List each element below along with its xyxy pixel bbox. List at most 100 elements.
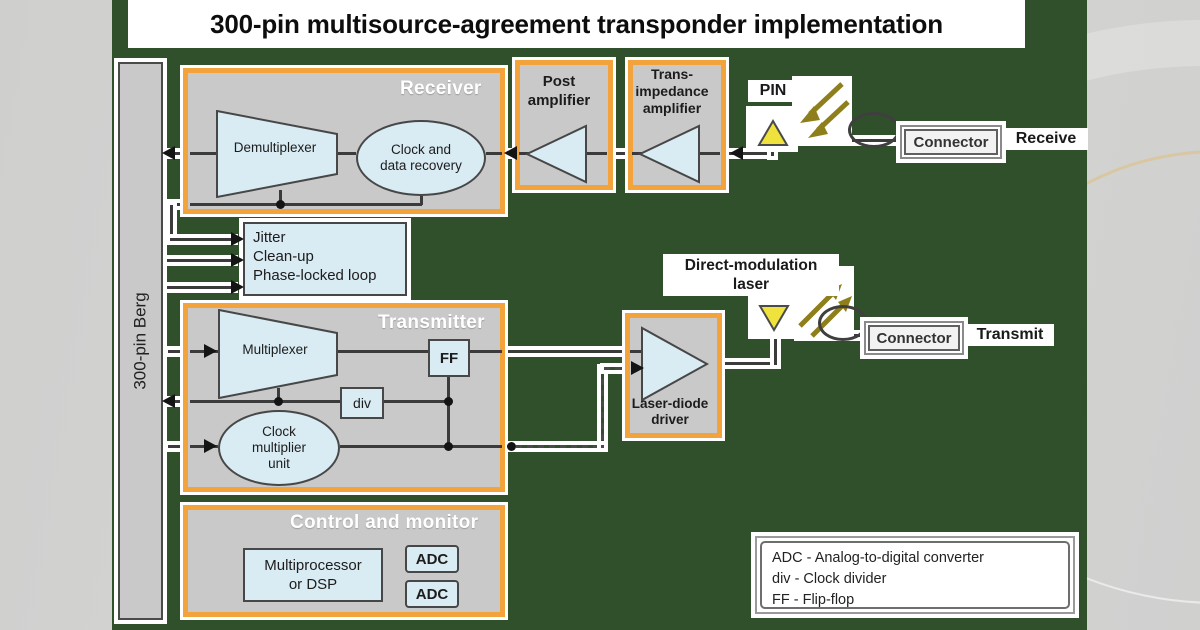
wire-mux-ff [338,350,428,353]
wire-receive-out [168,152,192,155]
transmitter-block-label: Transmitter [378,312,485,333]
tia-triangle [637,124,700,184]
adc-box-2: ADC [405,580,459,608]
laser-label-line2: laser [732,276,770,293]
berg-bar-label: 300-pin Berg [130,292,150,390]
receiver-block-label: Receiver [400,78,482,99]
wire-driver-inside-left [630,350,648,353]
arrow-into-mux [204,344,217,358]
post-amp-line1: Post [542,73,576,90]
connector-receive: Connector [900,125,1002,159]
receive-label: Receive [1004,128,1088,150]
wire-div-out [384,400,450,403]
post-amplifier-block [515,60,613,190]
tia-label: Trans- impedance amplifier [630,66,714,117]
cmu-line2: multiplier [251,440,306,455]
laser-diode-icon [758,305,790,332]
post-amp-line2: amplifier [527,92,591,109]
figure-title: 300-pin multisource-agreement transponde… [210,9,943,39]
wire-jitter-2 [166,259,234,262]
laser-label-line1: Direct-modulation [684,257,818,274]
cdr-label-line2: data recovery [380,158,462,173]
connector-transmit: Connector [864,321,964,355]
direct-modulation-laser-label: Direct-modulation laser [663,254,839,296]
arrow-into-jitter-3 [231,280,244,294]
wire-mux-in [168,350,192,353]
fiber-loop-receive-icon [848,112,900,148]
multiplexer-shape [218,309,338,399]
laser-driver-line1: Laser-diode [631,396,709,411]
laser-driver-triangle [641,326,710,402]
multiprocessor-line2: or DSP [288,576,338,593]
div-box: div [340,387,384,419]
pin-diode-icon [757,119,789,146]
wire-clock-inside [190,400,340,403]
wire-tia-pin [726,152,774,155]
jitter-line3: Phase-locked loop [253,267,377,284]
junction-cmu-div [444,442,453,451]
arrow-clock-into-bar [162,394,175,408]
wire-postamp-tia [609,152,632,155]
arrow-pin-to-tia [730,146,743,160]
incoming-light-arrows-icon [800,82,850,138]
wire-fb-horizontal [190,203,422,206]
arrow-into-cmu [204,439,217,453]
adc-box-1: ADC [405,545,459,573]
wire-demux-clock-stem [279,190,282,205]
ff-box: FF [428,339,470,377]
jitter-line2: Clean-up [253,248,314,265]
pin-label: PIN [748,80,798,102]
tia-line3: amplifier [642,100,702,116]
jitter-pll-box: Jitter Clean-up Phase-locked loop [243,222,407,296]
legend-inner: ADC - Analog-to-digital converter div - … [760,541,1070,609]
wire-ff-laser [501,350,633,353]
fiber-loop-transmit-icon [818,305,868,341]
wire-div-down [447,401,450,447]
legend-line1: ADC - Analog-to-digital converter [772,550,984,566]
multiprocessor-line1: Multiprocessor [264,557,362,574]
wire-dash-h2 [604,367,632,370]
demultiplexer-label: Demultiplexer [233,140,317,155]
wire-cdr-out [486,152,502,155]
wire-driver-out [716,362,777,365]
jitter-line1: Jitter [253,229,286,246]
legend-line3: FF - Flip-flop [772,592,855,608]
arrow-receive-into-bar [162,146,175,160]
wire-dash-h1 [516,445,604,448]
adc2-label: ADC [415,585,449,603]
tia-line2: impedance [635,83,709,99]
wire-rx-inside-left [190,152,216,155]
adc1-label: ADC [415,550,449,568]
post-amplifier-label: Post amplifier [517,72,601,110]
wire-cmu-in [168,445,192,448]
cdr-label-line1: Clock and [390,142,452,157]
control-monitor-label: Control and monitor [290,512,479,533]
wire-fb-out [170,203,192,206]
laser-driver-label: Laser-diode driver [625,396,715,428]
multiprocessor-box: Multiprocessor or DSP [243,548,383,602]
demultiplexer-shape [216,110,338,198]
wire-cmu-out-inside [340,445,502,448]
cmu-line1: Clock [262,424,296,439]
post-amplifier-triangle [524,124,587,184]
tia-line1: Trans- [650,66,693,82]
cmu-ellipse: Clock multiplier unit [218,410,340,486]
junction-div-ff [444,397,453,406]
wire-fb-down [170,205,173,241]
wire-div-to-ff [447,377,450,401]
title-strip [128,0,1025,48]
berg-connector-bar: 300-pin Berg [118,62,163,620]
wire-clock-return [168,400,192,403]
cdr-ellipse: Clock and data recovery [356,120,486,196]
arrow-dash-into-driver [631,361,644,375]
arrow-postamp-to-cdr [504,146,517,160]
div-label: div [353,395,371,411]
wire-fb-tojitter [170,238,234,241]
transmit-label: Transmit [966,324,1054,346]
wire-jitter-3 [166,286,234,289]
wire-dash-v [601,368,604,448]
cmu-line3: unit [268,456,290,471]
wire-mux-clock-stem [277,388,280,402]
wire-cdr-clock-stem [420,196,423,205]
